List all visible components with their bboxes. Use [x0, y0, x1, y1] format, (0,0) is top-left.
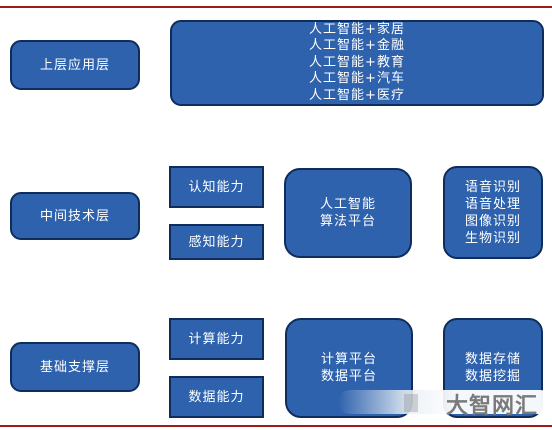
watermark: 大智网汇 [338, 384, 552, 419]
recognition-item: 语音处理 [464, 196, 521, 212]
capability-data-label: 数据能力 [188, 389, 245, 405]
watermark-text: 大智网汇 [446, 394, 539, 419]
capability-computing-label: 计算能力 [188, 331, 245, 347]
capability-cognition: 认知能力 [169, 166, 264, 208]
application-item: 人工智能+金融 [309, 38, 405, 54]
layer-infrastructure: 基础支撑层 [10, 342, 140, 392]
capability-data: 数据能力 [169, 376, 264, 418]
capability-computing: 计算能力 [169, 318, 264, 360]
data-storage-mining-item: 数据挖掘 [464, 369, 521, 384]
layer-application-label: 上层应用层 [39, 57, 110, 73]
application-item: 人工智能+汽车 [309, 71, 405, 87]
bottom-rule [0, 425, 552, 427]
capability-cognition-label: 认知能力 [188, 179, 245, 195]
watermark-mark [404, 394, 418, 412]
recognition-box: 语音识别 语音处理 图像识别 生物识别 [443, 166, 543, 259]
layer-technology: 中间技术层 [10, 192, 140, 240]
capability-perception: 感知能力 [169, 224, 264, 260]
compute-data-platform-line: 数据平台 [320, 369, 377, 384]
watermark-backdrop [338, 390, 552, 414]
ai-algorithm-platform-line: 算法平台 [319, 214, 376, 229]
ai-algorithm-platform-line: 人工智能 [319, 197, 376, 212]
layer-technology-label: 中间技术层 [39, 208, 110, 224]
recognition-item: 图像识别 [464, 213, 521, 229]
capability-perception-label: 感知能力 [188, 234, 245, 250]
recognition-item: 语音识别 [464, 179, 521, 195]
recognition-item: 生物识别 [464, 230, 521, 246]
application-item: 人工智能+教育 [309, 54, 405, 70]
application-item: 人工智能+家居 [309, 21, 405, 37]
data-storage-mining-item: 数据存储 [464, 352, 521, 367]
layer-infrastructure-label: 基础支撑层 [39, 359, 110, 375]
application-items-box: 人工智能+家居 人工智能+金融 人工智能+教育 人工智能+汽车 人工智能+医疗 [170, 20, 544, 106]
application-item: 人工智能+医疗 [309, 87, 405, 103]
layer-application: 上层应用层 [10, 40, 140, 90]
ai-algorithm-platform: 人工智能 算法平台 [284, 168, 412, 258]
compute-data-platform-line: 计算平台 [320, 352, 377, 367]
top-rule [0, 6, 552, 8]
